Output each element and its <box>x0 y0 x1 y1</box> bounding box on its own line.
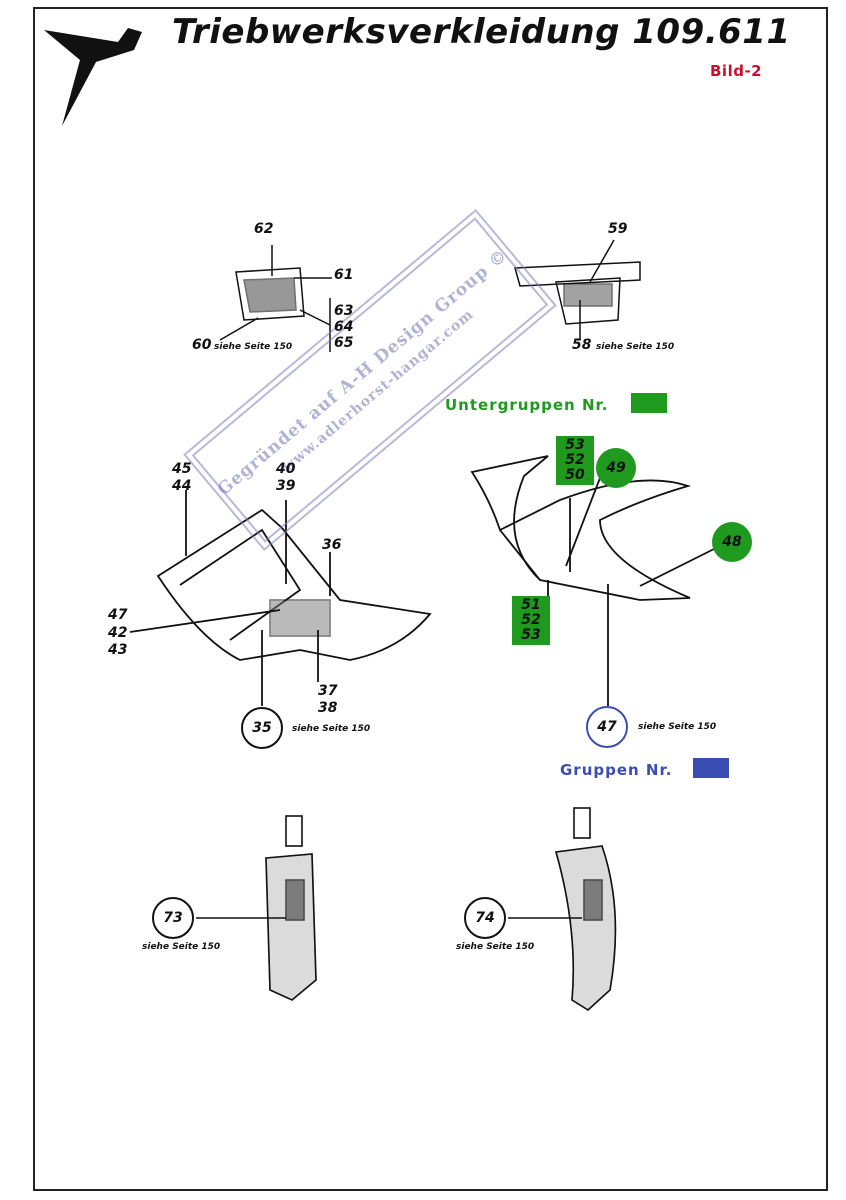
bracket-74-drawing <box>508 807 617 1011</box>
page-title: Triebwerksverkleidung 109.611 <box>172 12 791 52</box>
caption-73: siehe Seite 150 <box>142 942 221 952</box>
caption-47: siehe Seite 150 <box>638 722 717 732</box>
callout-40: 40 <box>276 461 296 477</box>
callout-62: 62 <box>254 221 274 237</box>
callout-42: 42 <box>108 625 128 641</box>
caption-58: siehe Seite 150 <box>596 342 675 352</box>
watermark-stamp <box>183 208 557 552</box>
panel-58-drawing <box>514 239 641 340</box>
callout-60: 60 <box>192 337 212 353</box>
callout-59: 59 <box>608 221 628 237</box>
legend-group-label: Gruppen Nr. <box>560 761 673 779</box>
caption-60: siehe Seite 150 <box>214 342 293 352</box>
subgroup-stack-top: 53 52 50 <box>556 436 594 485</box>
callout-64: 64 <box>334 319 354 335</box>
callout-38: 38 <box>318 700 338 716</box>
callout-39: 39 <box>276 478 296 494</box>
caption-74: siehe Seite 150 <box>456 942 535 952</box>
caption-35: siehe Seite 150 <box>292 724 371 734</box>
callout-47: 47 <box>108 607 128 623</box>
cowling-35-drawing <box>129 490 432 706</box>
part-circle-73: 73 <box>152 897 194 939</box>
legend-subgroup-label: Untergruppen Nr. <box>445 396 609 414</box>
callout-44: 44 <box>172 478 192 494</box>
panel-60-drawing <box>219 245 332 352</box>
eagle-logo-icon <box>44 28 142 126</box>
part-circle-74: 74 <box>464 897 506 939</box>
callout-61: 61 <box>334 267 354 283</box>
subgroup-circle-48: 48 <box>712 522 752 562</box>
legend-group-swatch <box>693 758 729 778</box>
subgroup-stack-bottom: 51 52 53 <box>512 596 550 645</box>
callout-36: 36 <box>322 537 342 553</box>
figure-label: Bild-2 <box>710 62 763 80</box>
subgroup-circle-49: 49 <box>596 448 636 488</box>
callout-65: 65 <box>334 335 354 351</box>
callout-43: 43 <box>108 642 128 658</box>
legend-subgroup-swatch <box>631 393 667 413</box>
cowling-47-drawing <box>470 455 727 706</box>
callout-58: 58 <box>572 337 592 353</box>
callout-45: 45 <box>172 461 192 477</box>
callout-37: 37 <box>318 683 338 699</box>
bracket-73-drawing <box>196 815 317 1001</box>
group-circle-47: 47 <box>586 706 628 748</box>
callout-63: 63 <box>334 303 354 319</box>
part-circle-35: 35 <box>241 707 283 749</box>
drawing-frame <box>33 7 828 1191</box>
